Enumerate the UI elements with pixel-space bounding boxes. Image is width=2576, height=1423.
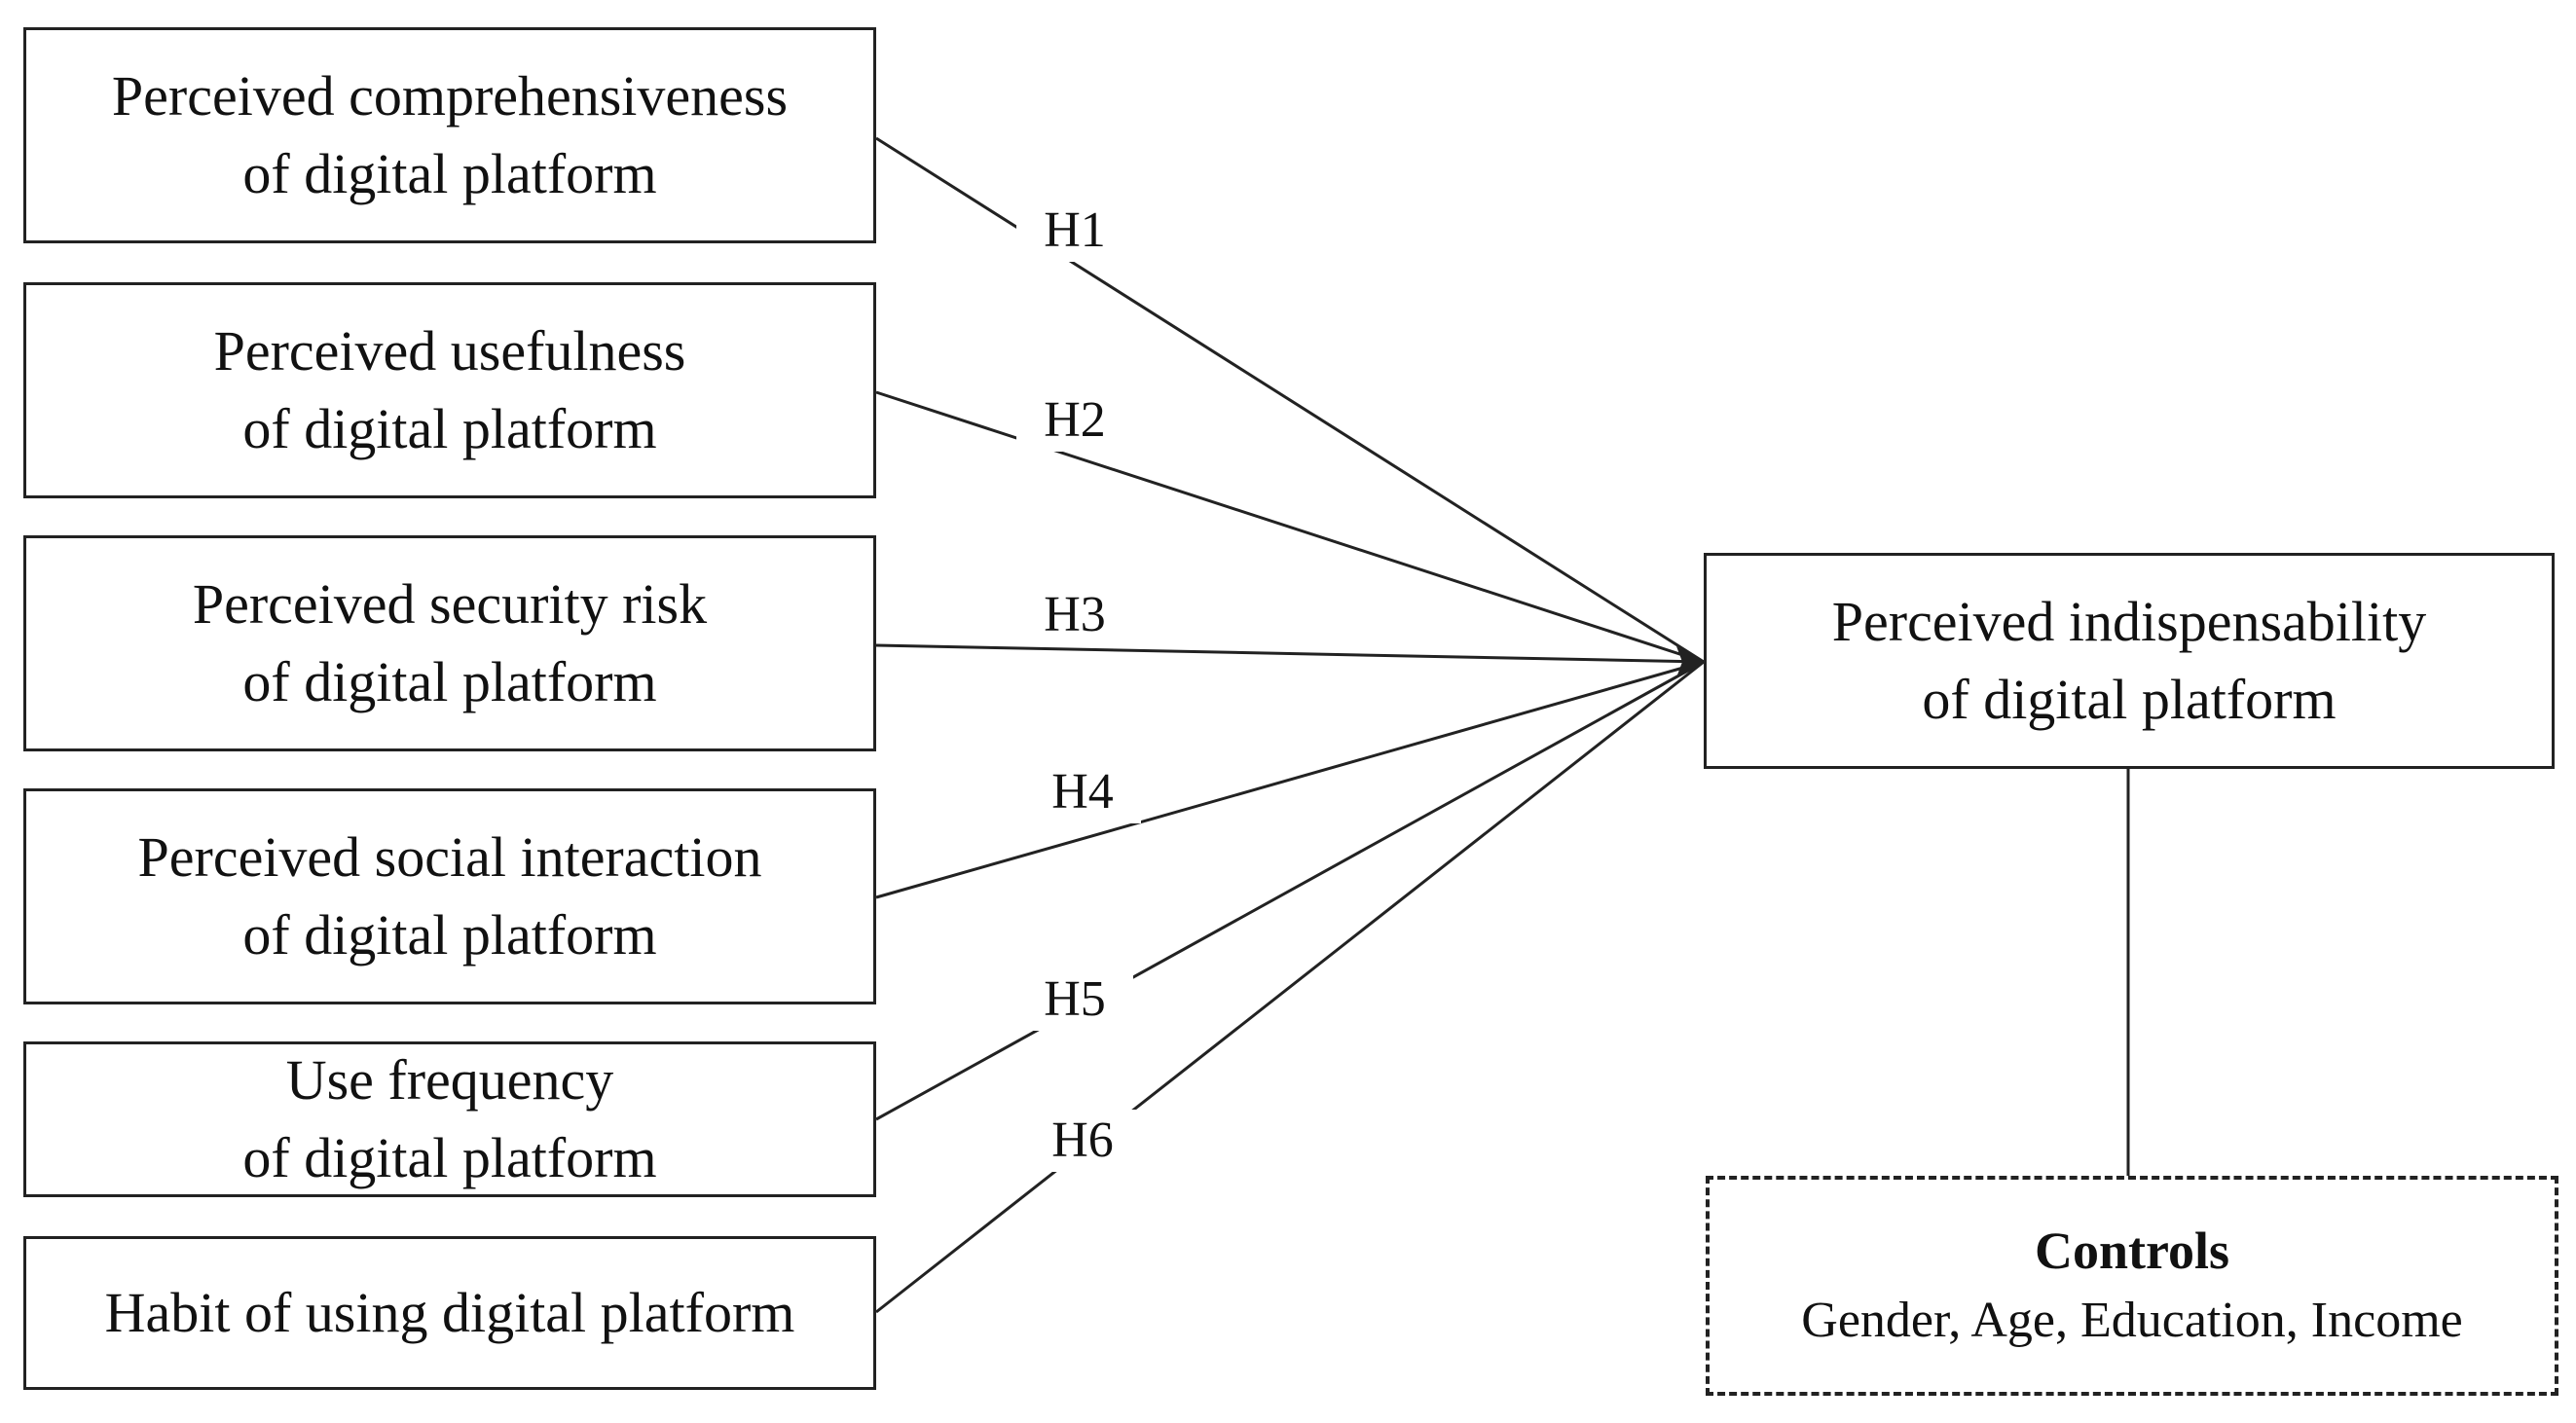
- outcome-line2: of digital platform: [1922, 668, 2337, 731]
- construct-security-line2: of digital platform: [242, 650, 657, 713]
- construct-frequency-line2: of digital platform: [242, 1126, 657, 1189]
- outcome-indispensability-box: Perceived indispensability of digital pl…: [1704, 553, 2555, 769]
- construct-frequency-box: Use frequency of digital platform: [23, 1041, 876, 1197]
- controls-box: Controls Gender, Age, Education, Income: [1706, 1176, 2558, 1396]
- arrow-h5: [875, 660, 1705, 1121]
- construct-security-line1: Perceived security risk: [192, 572, 708, 636]
- arrow-h3: [875, 643, 1705, 664]
- arrow-h6: [875, 660, 1705, 1314]
- arrow-h2: [875, 390, 1705, 664]
- arrow-h1: [875, 136, 1705, 664]
- outcome-line1: Perceived indispensability: [1831, 590, 2427, 653]
- hypothesis-label-h1: H1: [1016, 200, 1133, 262]
- construct-usefulness-box: Perceived usefulness of digital platform: [23, 282, 876, 498]
- construct-social-line2: of digital platform: [242, 903, 657, 967]
- construct-usefulness-line2: of digital platform: [242, 397, 657, 460]
- construct-social-box: Perceived social interaction of digital …: [23, 788, 876, 1004]
- hypothesis-label-h3: H3: [1016, 584, 1133, 646]
- construct-security-box: Perceived security risk of digital platf…: [23, 535, 876, 751]
- arrowhead-outcome: [1676, 646, 1704, 677]
- hypothesis-label-h4: H4: [1024, 761, 1141, 823]
- construct-habit-box: Habit of using digital platform: [23, 1236, 876, 1390]
- hypothesis-label-h5: H5: [1016, 968, 1133, 1031]
- controls-title: Controls: [2034, 1222, 2230, 1280]
- construct-frequency-line1: Use frequency: [285, 1048, 614, 1112]
- construct-social-line1: Perceived social interaction: [137, 825, 762, 889]
- arrow-h4: [875, 660, 1705, 899]
- construct-comprehensiveness-box: Perceived comprehensiveness of digital p…: [23, 27, 876, 243]
- hypothesis-label-h6: H6: [1024, 1110, 1141, 1172]
- hypothesis-label-h2: H2: [1016, 389, 1133, 452]
- construct-habit-line1: Habit of using digital platform: [104, 1281, 795, 1344]
- construct-comprehensiveness-line2: of digital platform: [242, 142, 657, 205]
- controls-items: Gender, Age, Education, Income: [1801, 1293, 2463, 1348]
- construct-usefulness-line1: Perceived usefulness: [213, 319, 686, 383]
- construct-comprehensiveness-line1: Perceived comprehensiveness: [111, 64, 789, 128]
